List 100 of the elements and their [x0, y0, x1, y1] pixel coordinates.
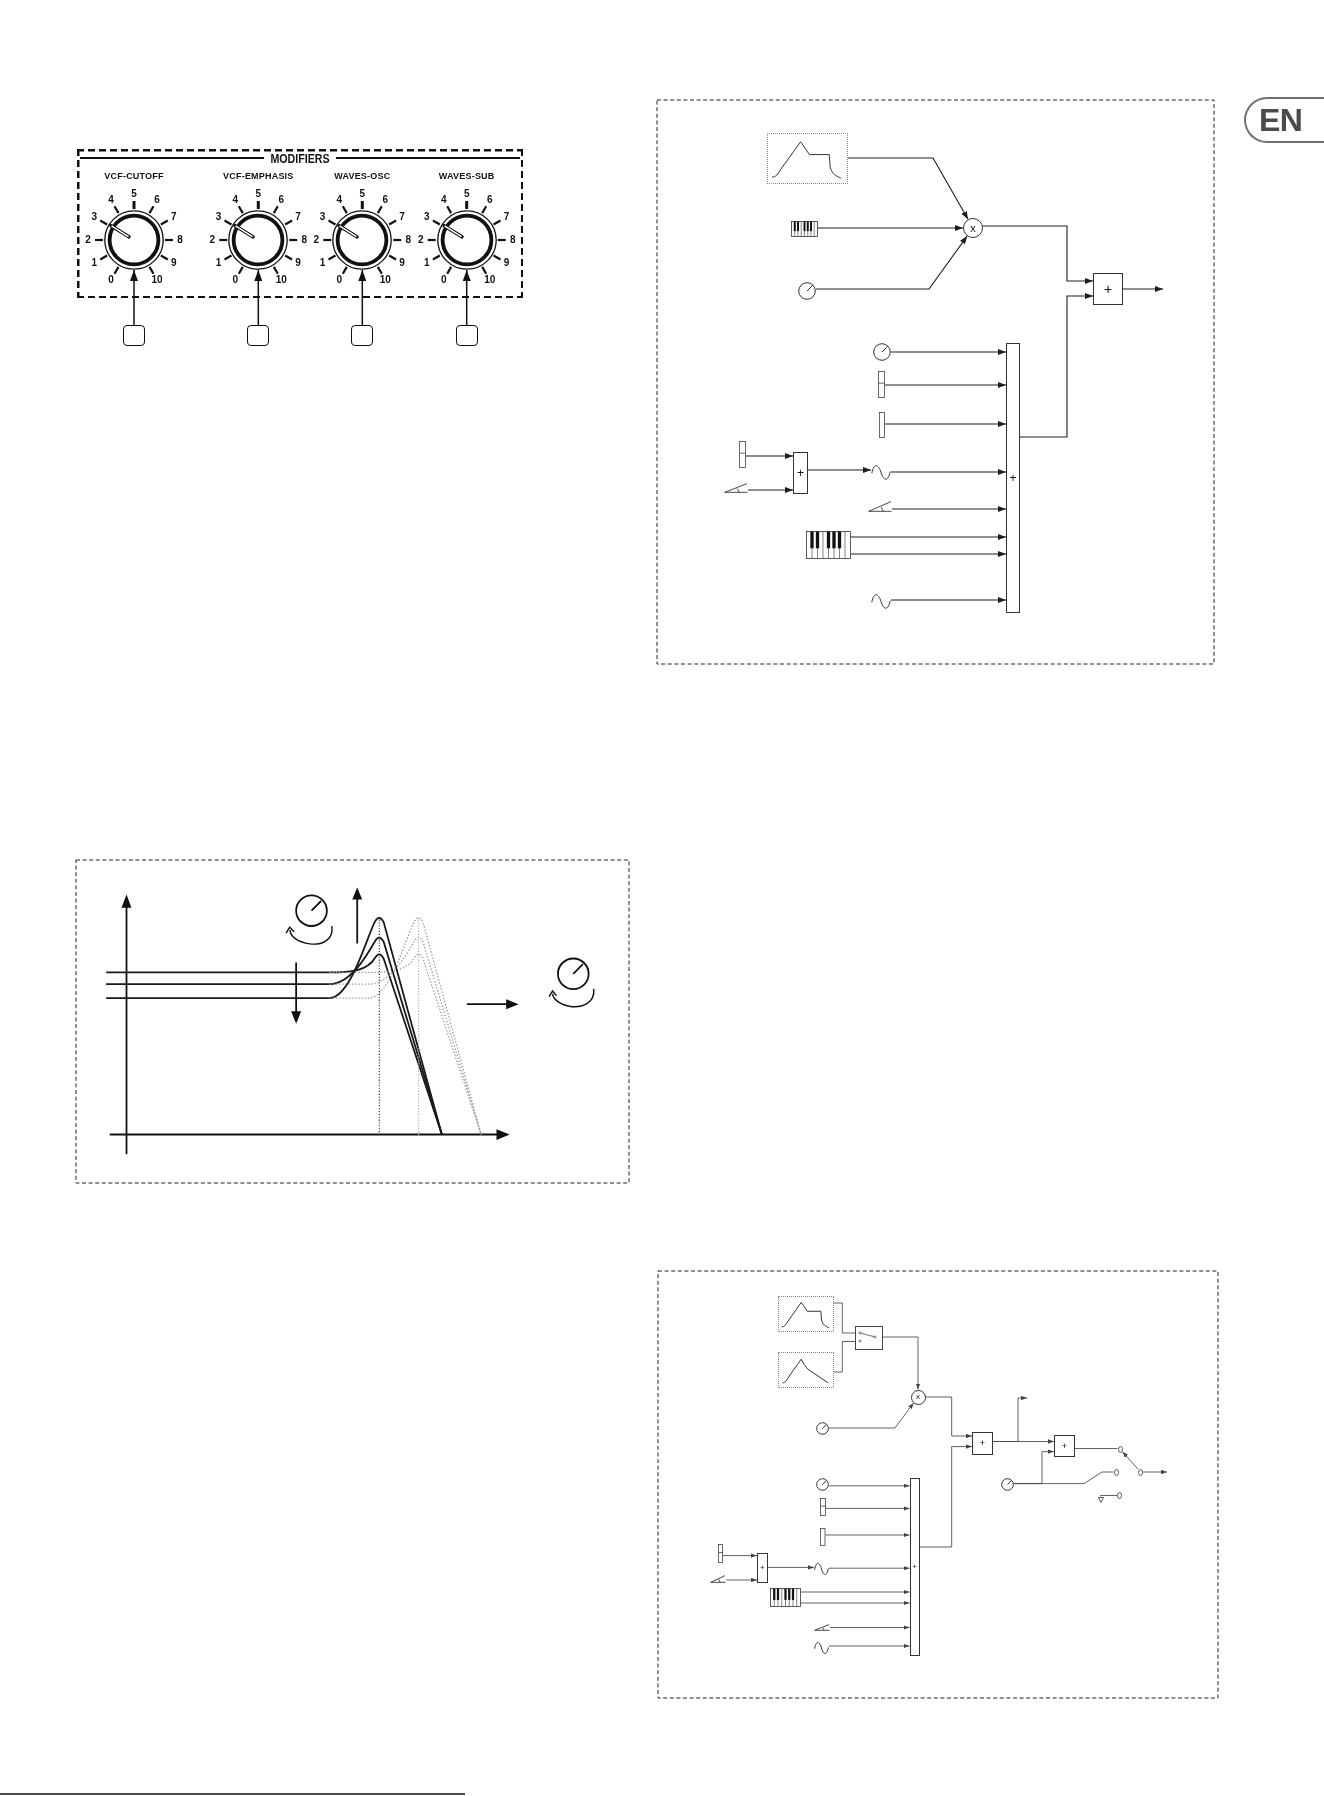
scale-number: 10	[151, 274, 163, 285]
arrow	[1019, 293, 1094, 438]
scale-number: 2	[85, 235, 91, 245]
scale-number: 10	[379, 274, 391, 285]
summing-block: +	[972, 1432, 993, 1455]
callout-box	[123, 325, 145, 346]
keyboard-icon	[806, 531, 851, 559]
scale-number: 7	[171, 212, 177, 222]
arrow	[890, 597, 1007, 603]
scale-number: 4	[440, 195, 447, 206]
scale-number: 4	[232, 195, 239, 206]
arrow	[850, 551, 1007, 557]
summing-block: +	[757, 1553, 768, 1583]
scale-number: 6	[154, 195, 160, 206]
scale-number: 1	[424, 258, 430, 268]
contact-icon	[1117, 1492, 1122, 1499]
scale-number: 7	[295, 212, 301, 222]
switch-icon	[855, 1326, 883, 1350]
sine-wave-icon	[871, 593, 891, 610]
scale-number: 0	[108, 274, 114, 285]
scale-number: 5	[131, 189, 137, 199]
knob-label: WAVES-OSC	[334, 171, 391, 181]
arrow	[130, 269, 138, 326]
scale-number: 1	[319, 258, 326, 268]
ground-icon	[1097, 1496, 1104, 1503]
knob-icon	[228, 210, 289, 270]
sine-wave-icon	[814, 1562, 829, 1576]
scale-number: 9	[399, 258, 405, 268]
arrow	[890, 349, 1007, 355]
scale-number: 9	[295, 258, 301, 268]
knob-label: WAVES-SUB	[438, 171, 495, 181]
slider-icon	[739, 441, 746, 468]
summing-bar: +	[909, 1478, 920, 1656]
scale-number: 1	[91, 258, 97, 268]
scale-number: 0	[232, 274, 239, 285]
slider-icon	[820, 1527, 826, 1546]
scale-number: 8	[405, 235, 412, 245]
arrow	[982, 225, 1094, 284]
arrow	[884, 421, 1007, 427]
arrow	[815, 235, 968, 290]
scale-number: 9	[503, 258, 510, 268]
slider-icon	[879, 412, 885, 438]
connector-line	[833, 1302, 856, 1334]
pedal-icon	[814, 1624, 830, 1631]
arrow	[745, 453, 794, 459]
knob-icon	[332, 210, 393, 270]
scale-number: 8	[301, 235, 308, 245]
panel-title: MODIFIERS	[270, 151, 330, 165]
arrow	[1122, 286, 1164, 292]
multiplier-circle: x	[910, 1389, 926, 1405]
sine-wave-icon	[871, 464, 891, 481]
summing-block: +	[1054, 1435, 1075, 1457]
knob-icon	[816, 1478, 829, 1491]
language-tab: EN	[1244, 97, 1324, 143]
connector-line	[1013, 1471, 1114, 1485]
contact-icon	[1113, 1468, 1119, 1476]
keyboard-icon	[791, 221, 818, 237]
arrow	[847, 157, 969, 220]
scale-number: 6	[486, 195, 493, 206]
scale-number: 4	[108, 195, 114, 206]
slider-icon	[820, 1498, 826, 1516]
scale-number: 2	[313, 235, 320, 245]
scale-number: 6	[382, 195, 389, 206]
arrow	[358, 269, 367, 326]
knob-label: VCF-EMPHASIS	[223, 171, 294, 181]
scale-number: 8	[177, 235, 183, 245]
arrow	[891, 506, 1007, 512]
scale-number: 8	[509, 235, 516, 245]
knob-icon	[104, 210, 164, 270]
envelope-icon	[767, 133, 848, 184]
pedal-icon	[868, 501, 892, 512]
scale-number: 9	[171, 258, 177, 268]
scale-number: 3	[319, 212, 326, 222]
knob-icon	[798, 282, 816, 300]
scale-number: 2	[417, 235, 424, 245]
multiplier-circle: x	[963, 218, 983, 238]
scale-number: 2	[209, 235, 216, 245]
callout-box	[247, 325, 270, 346]
contact-icon	[1117, 1445, 1123, 1453]
knob-label: VCF-CUTOFF	[104, 171, 164, 181]
knob-icon	[815, 1421, 829, 1435]
callout-box	[455, 325, 478, 346]
summing-block: +	[793, 452, 808, 494]
pedal-icon	[724, 483, 748, 493]
slider-icon	[878, 371, 885, 398]
connector-line	[1074, 1448, 1118, 1449]
scale-number: 6	[278, 195, 285, 206]
arrow	[890, 469, 1007, 475]
keyboard-icon	[770, 1588, 801, 1607]
summing-bar: +	[1006, 343, 1020, 613]
scale-number: 0	[336, 274, 343, 285]
connector-line	[1100, 1495, 1118, 1497]
pedal-icon	[710, 1575, 726, 1583]
contact-icon	[1138, 1468, 1143, 1476]
scale-number: 10	[484, 274, 496, 285]
scale-number: 3	[424, 212, 430, 222]
arrow	[850, 534, 1007, 540]
knob-icon	[436, 210, 497, 270]
scale-number: 5	[359, 189, 366, 199]
arrow	[747, 487, 794, 493]
